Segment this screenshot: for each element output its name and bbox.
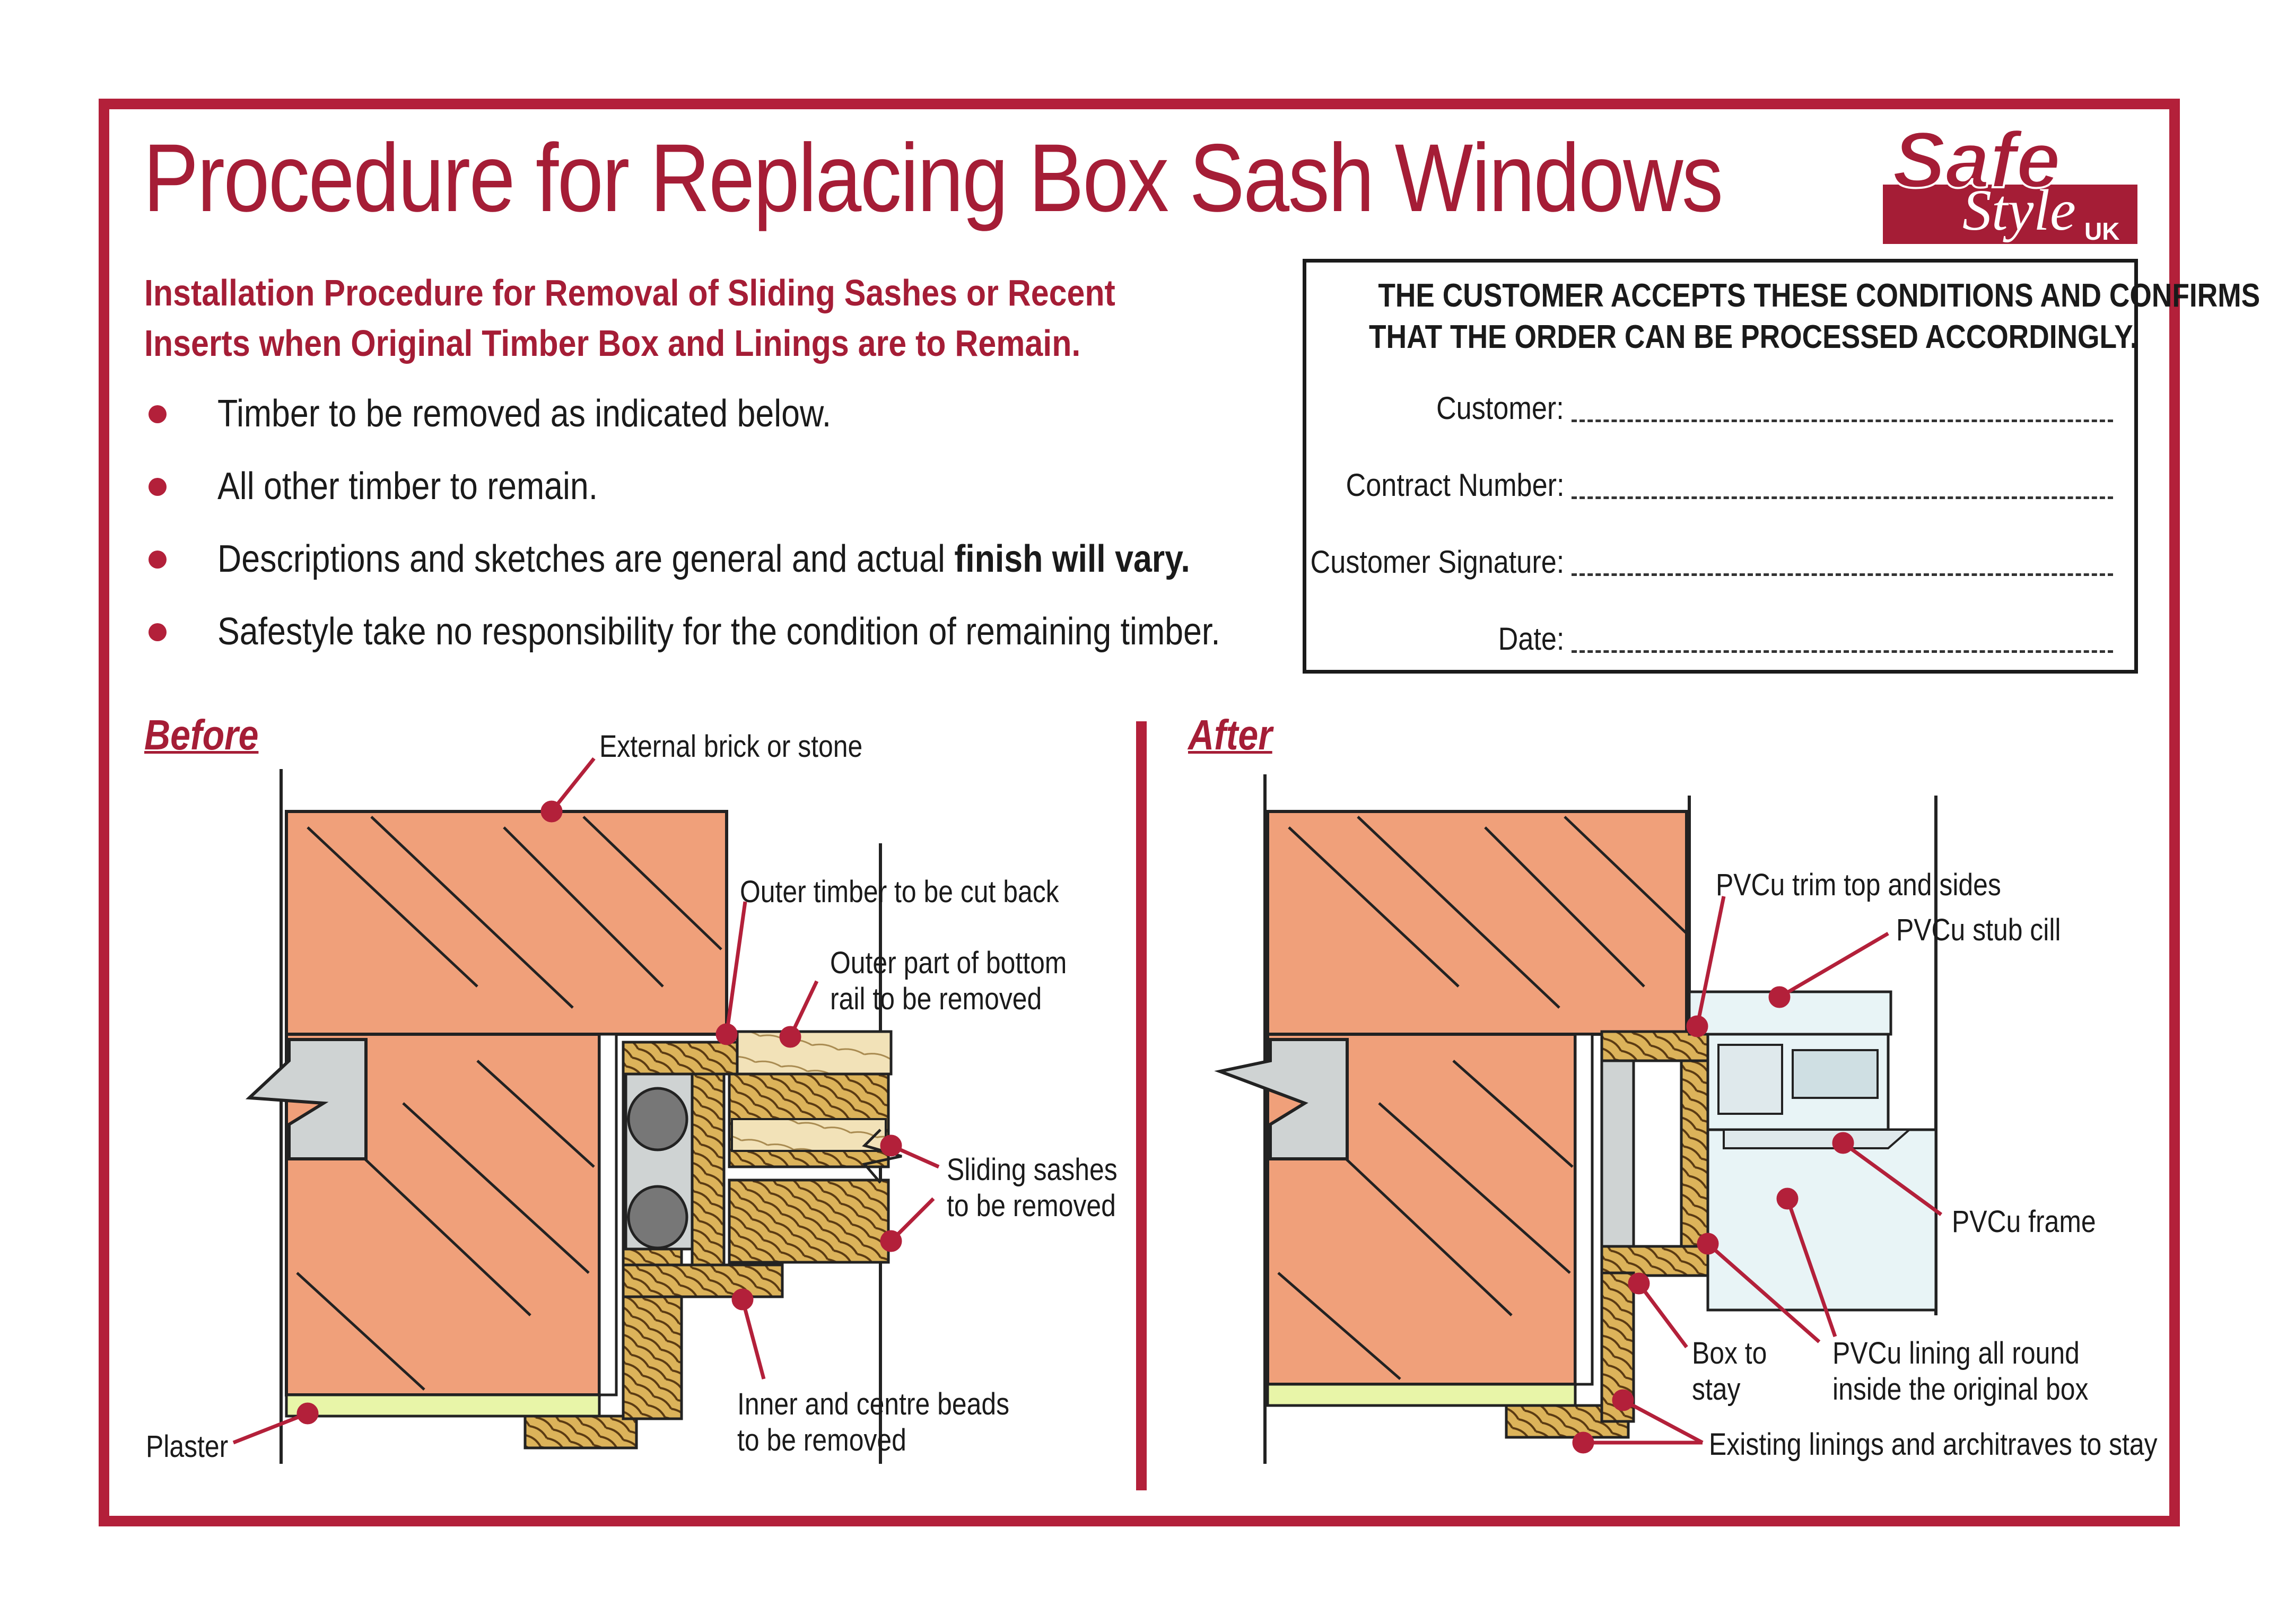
customer-label: Customer: <box>1436 390 1564 426</box>
box-to-stay-label: Box to stay <box>1692 1336 1767 1407</box>
safestyle-logo: Safe Style UK <box>1883 121 2137 244</box>
date-field[interactable]: Date: <box>1306 621 2134 663</box>
customer-acceptance-box: THE CUSTOMER ACCEPTS THESE CONDITIONS AN… <box>1303 259 2260 674</box>
bullet-text: Descriptions and sketches are general an… <box>217 538 955 580</box>
bullet-emphasis: finish will vary. <box>954 538 1190 580</box>
page-border <box>99 99 2180 1526</box>
customer-field[interactable]: Customer: <box>1306 390 2134 432</box>
before-heading: Before <box>144 711 259 758</box>
customer-signature-label: Customer Signature: <box>1310 544 1564 580</box>
customer-line[interactable] <box>1572 420 2113 422</box>
pvcu-stub-cill-label: PVCu stub cill <box>1896 913 2061 947</box>
before-drawing <box>245 769 902 1464</box>
subtitle-line-1: Installation Procedure for Removal of Sl… <box>144 272 1115 313</box>
bullet-icon <box>149 551 167 569</box>
svg-text:UK: UK <box>2084 217 2119 244</box>
contract-number-field[interactable]: Contract Number: <box>1306 467 2134 509</box>
external-brick-label: External brick or stone <box>599 729 863 764</box>
bullet-icon <box>149 405 167 423</box>
plaster-label: Plaster <box>146 1429 229 1464</box>
page-title: Procedure for Replacing Box Sash Windows <box>143 124 1723 232</box>
svg-text:Safe: Safe <box>1892 121 2061 204</box>
bullet-icon <box>149 623 167 641</box>
contract-number-line[interactable] <box>1572 496 2113 499</box>
date-line[interactable] <box>1572 650 2113 653</box>
sliding-sashes-label: Sliding sashes to be removed <box>947 1152 1118 1223</box>
pvcu-frame-label: PVCu frame <box>1952 1204 2096 1239</box>
pvcu-trim-label: PVCu trim top and sides <box>1716 868 2001 902</box>
customer-signature-field[interactable]: Customer Signature: <box>1306 544 2134 586</box>
contract-number-label: Contract Number: <box>1346 467 1564 503</box>
customer-signature-line[interactable] <box>1572 573 2113 576</box>
beads-label: Inner and centre beads to be removed <box>737 1387 1010 1457</box>
installation-subtitle: Installation Procedure for Removal of Sl… <box>144 268 1115 369</box>
outer-timber-label: Outer timber to be cut back <box>740 875 1059 909</box>
section-divider <box>1136 721 1147 1490</box>
pvcu-lining-label: PVCu lining all round inside the origina… <box>1832 1336 2089 1407</box>
subtitle-line-2: Inserts when Original Timber Box and Lin… <box>144 322 1081 364</box>
bottom-rail-label: Outer part of bottom rail to be removed <box>830 946 1067 1016</box>
existing-linings-label: Existing linings and architraves to stay <box>1709 1427 2158 1462</box>
acceptance-heading: THE CUSTOMER ACCEPTS THESE CONDITIONS AN… <box>1368 277 2260 355</box>
date-label: Date: <box>1498 621 1564 657</box>
bullet-icon <box>149 478 167 496</box>
after-heading: After <box>1188 711 1272 758</box>
svg-text:Style: Style <box>1962 178 2076 242</box>
